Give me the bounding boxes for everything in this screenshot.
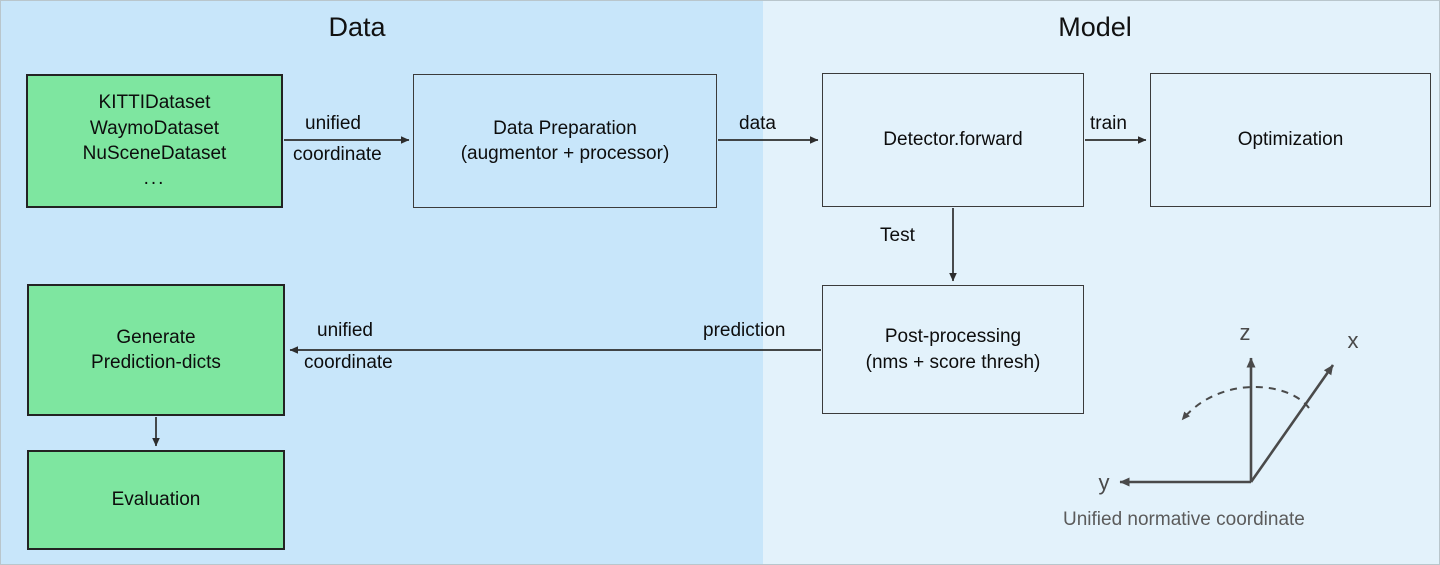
node-datasets[interactable]: KITTIDataset WaymoDataset NuSceneDataset… xyxy=(26,74,283,208)
node-optimization-line-1: Optimization xyxy=(1237,129,1344,151)
node-generate-line-1: Generate xyxy=(116,326,196,348)
axis-label-x: x xyxy=(1348,328,1359,353)
axis-label-y: y xyxy=(1099,470,1110,495)
node-data-preparation[interactable]: Data Preparation (augmentor + processor) xyxy=(413,74,717,208)
panel-title-model: Model xyxy=(1058,12,1132,42)
edge-label-unified-coordinate-top-line2: coordinate xyxy=(293,144,382,165)
axis-caption: Unified normative coordinate xyxy=(1063,509,1305,530)
edge-label-data: data xyxy=(739,113,776,134)
edge-label-unified-coordinate-top-line1: unified xyxy=(305,113,361,134)
edge-label-prediction: prediction xyxy=(703,320,786,341)
edge-label-train: train xyxy=(1090,113,1127,134)
node-datasets-line-3: NuSceneDataset xyxy=(82,143,227,164)
node-post-processing[interactable]: Post-processing (nms + score thresh) xyxy=(822,285,1084,414)
node-detector-forward[interactable]: Detector.forward xyxy=(822,73,1084,207)
edge-label-unified-coordinate-bottom-line1: unified xyxy=(317,320,373,341)
node-datasets-line-2: WaymoDataset xyxy=(89,117,220,139)
node-evaluation-line-1: Evaluation xyxy=(111,489,201,511)
node-generate-prediction-dicts[interactable]: Generate Prediction-dicts xyxy=(27,284,285,416)
edge-label-test: Test xyxy=(880,225,915,246)
node-generate-line-2: Prediction-dicts xyxy=(91,352,221,373)
node-datasets-line-1: KITTIDataset xyxy=(98,92,211,114)
axis-label-z: z xyxy=(1240,320,1251,345)
node-post-processing-line-2: (nms + score thresh) xyxy=(865,351,1041,373)
node-post-processing-line-1: Post-processing xyxy=(884,326,1022,348)
node-evaluation[interactable]: Evaluation xyxy=(27,450,285,550)
edge-label-unified-coordinate-bottom-line2: coordinate xyxy=(304,352,393,373)
node-detector-forward-line-1: Detector.forward xyxy=(883,129,1023,151)
panel-title-data: Data xyxy=(328,12,386,42)
node-data-preparation-line-1: Data Preparation xyxy=(493,117,637,139)
node-datasets-line-4: ... xyxy=(143,168,166,190)
coordinate-axes-icon: z x y xyxy=(1099,320,1359,495)
node-data-preparation-line-2: (augmentor + processor) xyxy=(460,143,670,164)
node-optimization[interactable]: Optimization xyxy=(1150,73,1431,207)
